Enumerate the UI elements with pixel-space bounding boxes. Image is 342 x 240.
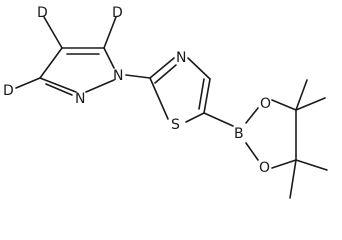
bond-c4-c3 [39,47,63,79]
thiazole-ring-bonds [149,57,234,127]
bond-b-o-bottom [245,142,259,161]
bond-c5-s1 [185,112,205,123]
bond-methyl-3 [295,159,328,171]
bond-c4-c5-double [198,78,205,110]
bond-methyl-1 [295,97,326,111]
atom-boron: B [234,126,244,142]
bond-b-o-top [245,107,259,124]
bond-methyl-4 [289,159,297,199]
atom-n-pyrazole-1: N [113,68,123,84]
atom-n-thiazole: N [176,50,186,66]
bond-c2-n3-double [154,64,177,84]
bond-c4-c5 [203,78,211,114]
bond-n1-c2 [125,74,151,79]
pyrazole-ring-bonds [15,16,151,96]
atom-labels: D D D N N N S B O O [3,5,271,176]
atom-s-thiazole: S [171,117,180,133]
bond-c5-b [203,112,234,127]
bond-c3-n2 [39,77,77,93]
atom-o-top: O [260,96,271,112]
atom-n-pyrazole-2: N [75,91,85,107]
bond-n3-c4 [187,57,211,80]
dioxaborolane-ring-bonds [245,79,328,199]
bond-n2-n1 [85,79,115,93]
bond-c5-d [103,16,117,49]
molecule-diagram: D D D N N N S B O O [3,5,328,199]
bond-n1-c5 [103,47,115,69]
bond-c3-d [15,77,41,89]
bond-c3-n2-double [45,83,73,96]
bond-s1-c2 [149,77,169,120]
atom-d-top-right: D [112,5,123,21]
atom-d-left: D [3,83,14,99]
atom-o-bottom: O [259,160,270,176]
bond-o-bottom-c [271,159,297,169]
bond-c2-n3 [149,57,175,79]
structure-canvas: D D D N N N S B O O [3,5,328,199]
bond-o-top-c [271,99,297,111]
bond-methyl-2 [295,79,308,111]
atom-d-top-left: D [37,5,48,21]
bond-c4-d [43,16,63,49]
